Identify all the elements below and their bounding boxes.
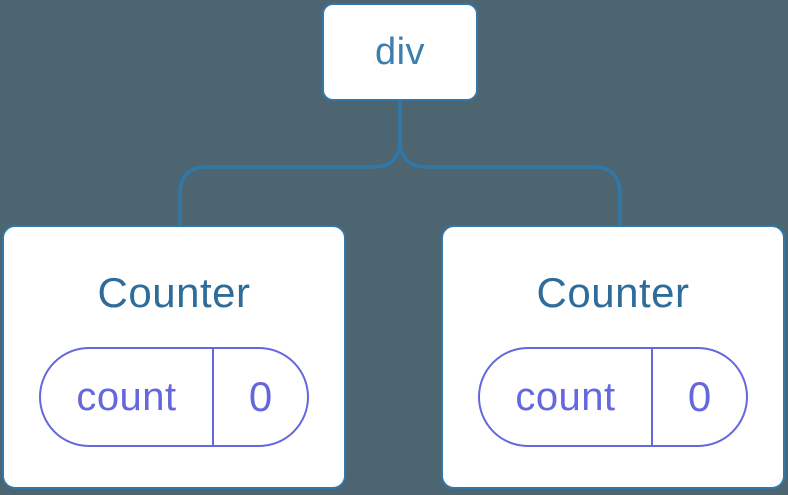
state-pill: count 0 — [39, 347, 309, 448]
state-key: count — [76, 374, 177, 419]
counter-component-card-left: Counter count 0 — [2, 225, 346, 489]
branch-left-line — [178, 100, 402, 226]
root-node-div: div — [322, 3, 478, 101]
root-node-label: div — [374, 30, 426, 73]
state-pill: count 0 — [478, 347, 748, 448]
component-title: Counter — [97, 269, 251, 316]
state-key: count — [515, 374, 616, 419]
state-value: 0 — [651, 349, 746, 446]
branch-right-line — [398, 100, 622, 226]
counter-component-card-right: Counter count 0 — [441, 225, 785, 489]
state-value: 0 — [212, 349, 307, 446]
component-title: Counter — [536, 269, 690, 316]
